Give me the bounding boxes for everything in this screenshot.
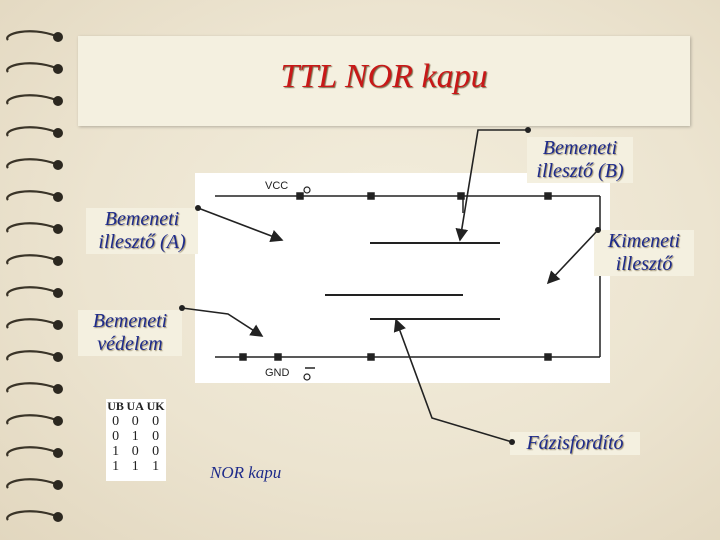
- table-cell: 0: [152, 414, 160, 429]
- label-protection-line1: Bemeneti: [92, 310, 168, 332]
- schematic-drawing: VCC GND: [215, 180, 601, 381]
- label-input-a: Bemeneti illesztő (A): [86, 208, 198, 254]
- slide-title: TTL NOR kapu: [280, 58, 488, 95]
- table-cell: 0: [131, 414, 139, 429]
- label-input-a-line1: Bemeneti: [104, 208, 180, 230]
- truth-table: UB UA UK 0 0 0 0 1 0 1 0 0 1 1 1: [106, 399, 166, 481]
- table-cell: 0: [112, 414, 120, 429]
- nor-gate-caption: NOR kapu: [210, 463, 282, 482]
- table-cell: 0: [152, 444, 160, 459]
- table-cell: 1: [152, 459, 160, 474]
- table-cell: 1: [131, 459, 139, 474]
- schematic-panel: VCC GND: [195, 173, 610, 383]
- label-protection-line2: védelem: [97, 333, 163, 355]
- table-cell: 1: [112, 444, 120, 459]
- table-cell: 0: [131, 444, 139, 459]
- spiral-binding: [6, 30, 63, 522]
- label-input-a-line2: illesztő (A): [98, 231, 186, 253]
- table-cell: 1: [131, 429, 139, 444]
- table-cell: 0: [152, 429, 160, 444]
- col-header: UB: [107, 399, 124, 413]
- label-phase-text: Fázisfordító: [526, 432, 624, 454]
- col-header: UA: [126, 399, 144, 413]
- label-input-b-line2: illesztő (B): [536, 160, 624, 182]
- table-cell: 1: [112, 459, 120, 474]
- label-output-line2: illesztő: [615, 253, 673, 275]
- label-input-b: Bemeneti illesztő (B): [527, 137, 633, 183]
- truth-table-header: UB UA UK: [106, 399, 166, 414]
- col-header: UK: [146, 399, 165, 413]
- label-output-line1: Kimeneti: [607, 230, 681, 252]
- table-cell: 0: [112, 429, 120, 444]
- table-row: 1 1 1: [106, 459, 166, 474]
- gnd-label: GND: [265, 367, 290, 379]
- label-phase-splitter: Fázisfordító: [510, 432, 640, 455]
- label-output: Kimeneti illesztő: [594, 230, 694, 276]
- table-row: 1 0 0: [106, 444, 166, 459]
- table-row: 0 1 0: [106, 429, 166, 444]
- label-input-protection: Bemeneti védelem: [78, 310, 182, 356]
- table-row: 0 0 0: [106, 414, 166, 429]
- title-band: [78, 36, 690, 126]
- vcc-label: VCC: [265, 180, 288, 192]
- label-input-b-line1: Bemeneti: [542, 137, 618, 159]
